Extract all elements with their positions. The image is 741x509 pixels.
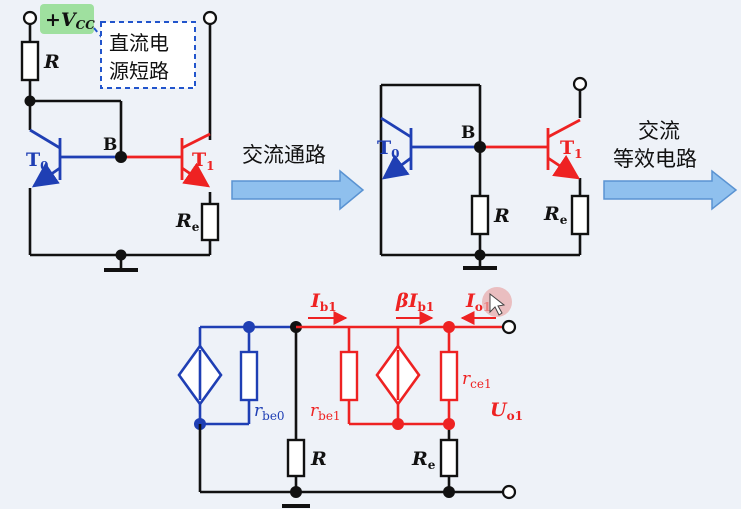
node-b-label: B xyxy=(103,135,117,155)
resistor-rbe0 xyxy=(239,350,259,402)
vcc-label-box xyxy=(40,4,94,34)
resistor-re xyxy=(200,202,220,242)
resistor-r-eq-label: R xyxy=(310,448,327,470)
red-node-bottom-mid xyxy=(392,418,404,430)
arrow-ac-equivalent-line2: 等效电路 xyxy=(613,147,697,171)
node-b xyxy=(115,151,127,163)
output-terminal-bottom xyxy=(501,484,517,500)
rce1-label: rce1 xyxy=(462,369,492,391)
arrow-ac-equivalent: 交流 等效电路 xyxy=(603,119,738,211)
resistor-r-eq xyxy=(286,438,306,478)
t0-label: T0 xyxy=(26,149,49,173)
tr-t0-label: T0 xyxy=(377,137,400,161)
tr-t1-label: T1 xyxy=(560,137,583,161)
resistor-r xyxy=(20,40,40,82)
ground-node-eq1 xyxy=(290,486,302,498)
tr-transistor-t0 xyxy=(380,116,480,180)
tr-resistor-r xyxy=(470,194,490,236)
top-right-circuit: T0 B T1 R Re xyxy=(377,76,590,270)
resistor-r-label: R xyxy=(43,51,60,73)
rbe1-label: rbe1 xyxy=(310,401,341,423)
arrow-ac-equivalent-line1: 交流 xyxy=(638,119,680,143)
tr-node-b-label: B xyxy=(461,123,475,143)
red-node-top xyxy=(443,321,455,333)
rbe0-label: rbe0 xyxy=(254,401,285,423)
node-top xyxy=(24,95,36,107)
resistor-re-eq-label: Re xyxy=(411,448,436,472)
tr-resistor-re xyxy=(570,194,590,236)
equivalent-circuit: rbe0 R Re xyxy=(177,287,523,508)
callout-line1: 直流电 xyxy=(109,31,169,55)
output-terminal xyxy=(202,10,218,26)
ib1-label: Ib1 xyxy=(310,290,337,314)
arrow-ac-path: 交流通路 xyxy=(231,143,365,211)
beta-ib1-label: βIb1 xyxy=(395,290,434,314)
tr-resistor-re-label: Re xyxy=(543,203,568,227)
callout-line2: 源短路 xyxy=(109,59,169,83)
ground-node xyxy=(115,249,127,261)
tr-transistor-t1 xyxy=(546,118,581,180)
tr-ground-node xyxy=(474,249,486,261)
resistor-re-eq xyxy=(439,438,459,478)
uo1-label: Uo1 xyxy=(490,399,523,423)
tr-output-terminal xyxy=(572,76,588,92)
red-node-bottom-right xyxy=(443,418,455,430)
output-terminal-top xyxy=(501,319,517,335)
tr-node-b xyxy=(474,141,486,153)
vcc-terminal xyxy=(22,10,38,26)
resistor-rce1 xyxy=(439,350,459,402)
transistor-t0 xyxy=(29,128,121,188)
transistor-t1 xyxy=(180,132,211,188)
vcc-label: +VCC xyxy=(45,9,95,32)
tr-resistor-r-label: R xyxy=(493,205,510,227)
ground-node-eq2 xyxy=(443,486,455,498)
callout-box xyxy=(100,21,196,89)
t1-label: T1 xyxy=(192,149,215,173)
resistor-rbe1 xyxy=(339,350,359,402)
resistor-re-label: Re xyxy=(175,210,200,234)
top-left-circuit: +VCC 直流电 源短路 R T xyxy=(20,4,220,272)
arrow-ac-path-label: 交流通路 xyxy=(242,143,326,167)
cursor-pointer-icon xyxy=(489,292,506,316)
blue-node-top xyxy=(243,321,255,333)
